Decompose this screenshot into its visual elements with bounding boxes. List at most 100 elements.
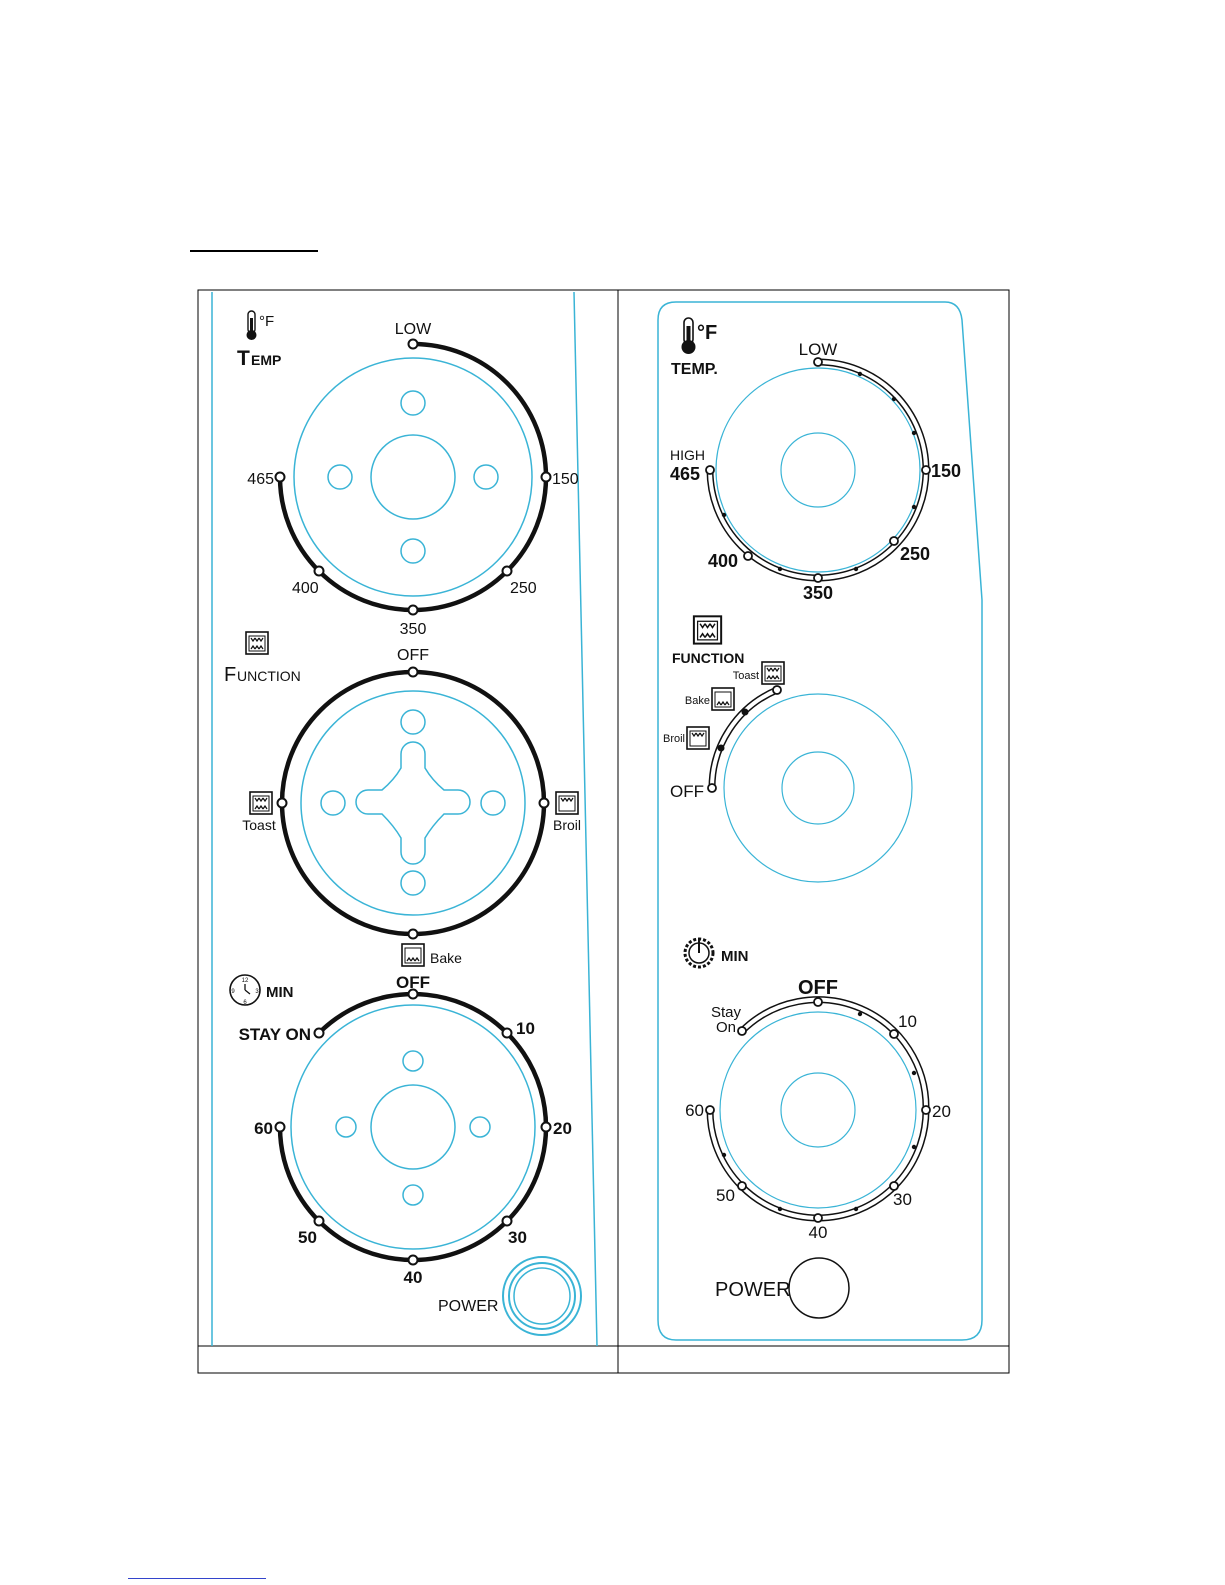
temp-label-400: 400 bbox=[708, 551, 738, 571]
function-label-bake: Bake bbox=[685, 695, 710, 707]
temp-marker-low bbox=[814, 358, 822, 366]
broil-icon bbox=[556, 792, 578, 814]
function-label-off: OFF bbox=[670, 782, 704, 801]
thermometer-icon bbox=[247, 311, 257, 340]
right-temp-dial[interactable]: LOW HIGH 465 150 250 350 400 bbox=[670, 340, 961, 603]
dial-face bbox=[720, 1012, 916, 1208]
temp-caption-initial: T bbox=[237, 347, 250, 370]
function-caption: FUNCTION bbox=[672, 650, 744, 666]
toast-icon bbox=[250, 792, 272, 814]
timer-marker-60 bbox=[706, 1106, 714, 1114]
timer-marker-off bbox=[814, 998, 822, 1006]
power-label: POWER bbox=[438, 1298, 498, 1315]
temp-marker-465 bbox=[276, 473, 285, 482]
timer-marker-60 bbox=[276, 1123, 285, 1132]
function-label-toast: Toast bbox=[242, 817, 276, 833]
dial-grip-bottom bbox=[403, 1185, 423, 1205]
timer-label-10: 10 bbox=[898, 1012, 917, 1031]
temp-label-250: 250 bbox=[510, 580, 537, 597]
dial-grip-top bbox=[401, 391, 425, 415]
temp-marker-low bbox=[409, 340, 418, 349]
left-temp-dial[interactable]: LOW 150 250 350 400 465 bbox=[247, 321, 579, 638]
timer-min-label: MIN bbox=[266, 984, 294, 1001]
dial-hub bbox=[371, 1085, 455, 1169]
timer-marker-50 bbox=[738, 1182, 746, 1190]
timer-label-stay-on: STAY ON bbox=[239, 1025, 311, 1044]
temp-label-350: 350 bbox=[803, 583, 833, 603]
dial-grip-right bbox=[474, 465, 498, 489]
dial-grip-left bbox=[328, 465, 352, 489]
left-timer-dial[interactable]: OFF STAY ON 10 20 30 40 50 60 bbox=[239, 973, 572, 1287]
function-label-off: OFF bbox=[397, 647, 429, 664]
function-marker-toast bbox=[773, 686, 781, 694]
power-button[interactable] bbox=[789, 1258, 849, 1318]
function-oven-icon bbox=[246, 632, 268, 654]
timer-label-off: OFF bbox=[798, 977, 838, 999]
timer-label-60: 60 bbox=[254, 1119, 273, 1138]
left-function-dial[interactable]: OFF Toast Broil Bake bbox=[242, 647, 581, 966]
dial-face bbox=[294, 358, 532, 596]
temp-label-high: HIGH bbox=[670, 447, 705, 463]
temp-marker-150 bbox=[922, 466, 930, 474]
timer-marker-30 bbox=[890, 1182, 898, 1190]
clock-number-12: 12 bbox=[242, 978, 249, 984]
temp-marker-250 bbox=[890, 537, 898, 545]
function-marker-broil bbox=[718, 745, 725, 752]
right-panel-outline bbox=[658, 302, 982, 1340]
timer-label-off: OFF bbox=[396, 973, 430, 992]
timer-label-10: 10 bbox=[516, 1019, 535, 1038]
temp-marker-465 bbox=[706, 466, 714, 474]
temp-marker-150 bbox=[542, 473, 551, 482]
temp-caption: TEMP. bbox=[671, 361, 718, 378]
bake-icon bbox=[712, 688, 734, 710]
temp-marker-400 bbox=[315, 567, 324, 576]
power-label: POWER bbox=[715, 1279, 791, 1301]
dial-hub bbox=[371, 435, 455, 519]
timer-label-on: On bbox=[716, 1019, 736, 1036]
timer-label-30: 30 bbox=[893, 1190, 912, 1209]
timer-label-50: 50 bbox=[716, 1186, 735, 1205]
footer-link-underline bbox=[128, 1578, 266, 1579]
right-timer-dial[interactable]: OFF Stay On 10 20 30 40 50 60 bbox=[685, 977, 951, 1242]
function-label-broil: Broil bbox=[553, 817, 581, 833]
power-button[interactable] bbox=[503, 1257, 581, 1335]
function-marker-off bbox=[409, 668, 418, 677]
dial-grip-right bbox=[481, 791, 505, 815]
dial-grip-left bbox=[321, 791, 345, 815]
function-marker-toast bbox=[278, 799, 287, 808]
timer-marker-30 bbox=[503, 1217, 512, 1226]
temp-label-low: LOW bbox=[395, 321, 432, 338]
dial-grip-bottom bbox=[401, 871, 425, 895]
table-frame bbox=[198, 290, 1009, 1373]
right-function-dial[interactable]: Toast Bake Broil OFF bbox=[663, 662, 912, 882]
timer-marker-20 bbox=[922, 1106, 930, 1114]
function-oven-icon bbox=[694, 616, 721, 643]
temp-unit: °F bbox=[259, 313, 274, 330]
timer-label-30: 30 bbox=[508, 1228, 527, 1247]
dial-grip-bottom bbox=[401, 539, 425, 563]
toast-icon bbox=[762, 662, 784, 684]
timer-marker-10 bbox=[503, 1029, 512, 1038]
function-marker-broil bbox=[540, 799, 549, 808]
timer-marker-40 bbox=[814, 1214, 822, 1222]
timer-label-20: 20 bbox=[932, 1102, 951, 1121]
bake-icon bbox=[402, 944, 424, 966]
dial-hub bbox=[781, 1073, 855, 1147]
timer-icon bbox=[685, 938, 713, 967]
temp-marker-250 bbox=[503, 567, 512, 576]
timer-marker-stay-on bbox=[738, 1027, 746, 1035]
timer-label-40: 40 bbox=[404, 1268, 423, 1287]
timer-marker-stay-on bbox=[315, 1029, 324, 1038]
timer-marker-40 bbox=[409, 1256, 418, 1265]
timer-label-20: 20 bbox=[553, 1119, 572, 1138]
function-label-toast: Toast bbox=[733, 670, 759, 682]
function-label-broil: Broil bbox=[663, 733, 685, 745]
timer-marker-20 bbox=[542, 1123, 551, 1132]
temp-marker-350 bbox=[409, 606, 418, 615]
dial-grip-right bbox=[470, 1117, 490, 1137]
timer-marker-10 bbox=[890, 1030, 898, 1038]
broil-icon bbox=[687, 727, 709, 749]
temp-marker-400 bbox=[744, 552, 752, 560]
function-marker-off bbox=[708, 784, 716, 792]
